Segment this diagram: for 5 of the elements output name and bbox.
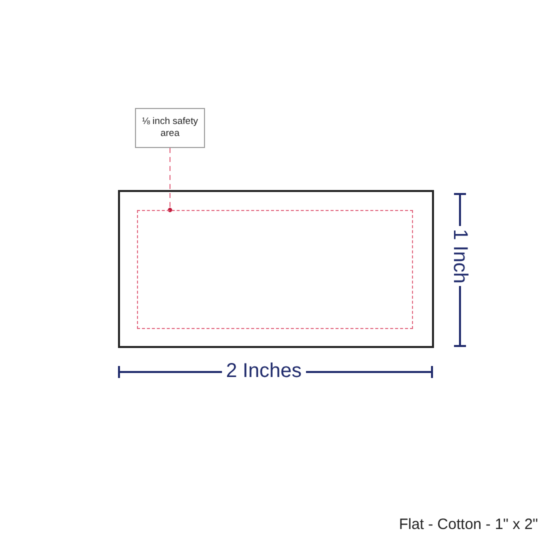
caption: Flat - Cotton - 1" x 2": [398, 516, 538, 533]
safety-area-rectangle: [137, 210, 413, 329]
label-rectangle: [118, 190, 434, 348]
callout-box: ⅛ inch safety area: [135, 108, 205, 148]
leader-line: [168, 148, 172, 212]
